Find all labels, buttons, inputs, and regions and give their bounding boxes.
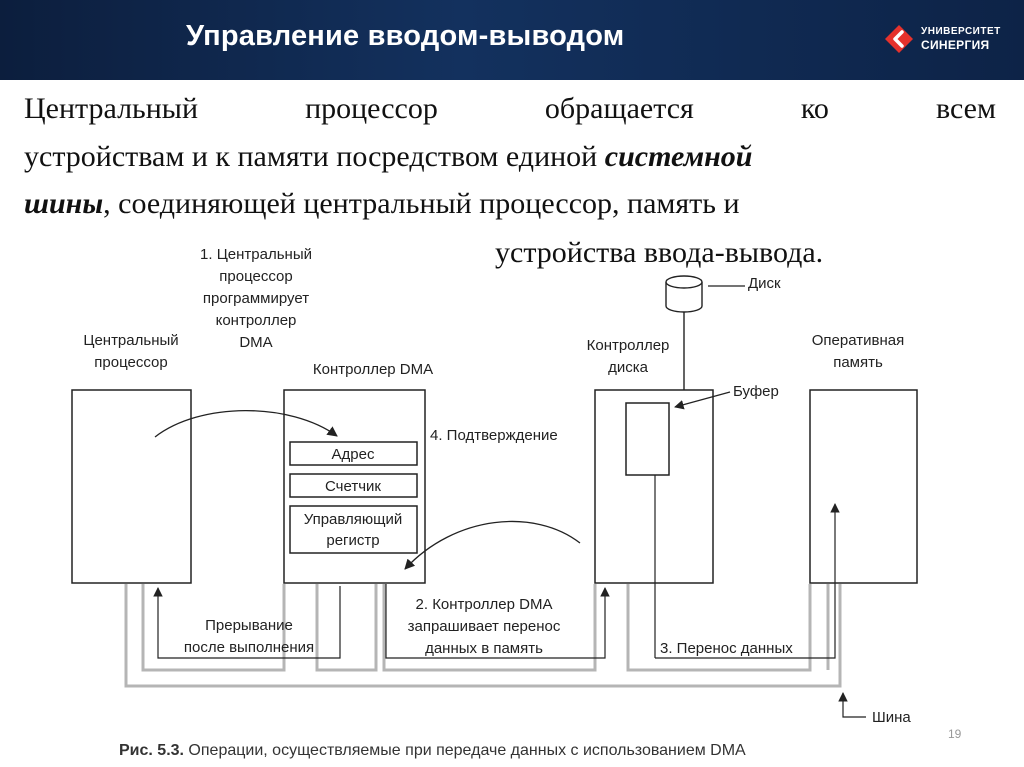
emphasis-bus: шины (24, 187, 104, 220)
paragraph-line-3: шины, соединяющей центральный процессор,… (24, 187, 740, 221)
word: обращается (544, 92, 694, 125)
emphasis-system: системной (604, 140, 753, 173)
step1-arrow (154, 410, 338, 438)
word: процессор (305, 92, 438, 125)
buffer-arrow (674, 391, 731, 410)
buffer-box (625, 402, 670, 476)
university-logo: УНИВЕРСИТЕТ СИНЕРГИЯ (884, 22, 1014, 58)
figure-caption: Рис. 5.3. Операции, осуществляемые при п… (119, 742, 746, 759)
bus-label: Шина (872, 709, 911, 726)
buffer-label: Буфер (733, 383, 779, 400)
step1-line: 1. Центральный (200, 246, 312, 263)
page-number: 19 (948, 727, 962, 741)
control-register (289, 505, 418, 554)
word: всем (935, 92, 996, 125)
disk-controller-label-1: Контроллер (587, 337, 670, 354)
memory-box (809, 389, 918, 584)
cpu-label-2: процессор (94, 354, 167, 371)
disk-icon (665, 275, 703, 313)
caption-text: Операции, осуществляемые при передаче да… (184, 742, 746, 759)
step1-line: DMA (239, 334, 272, 351)
bus-leader-arrow (838, 692, 866, 718)
disk-controller-label-2: диска (608, 359, 649, 376)
system-bus (124, 584, 842, 688)
step3-arrow (655, 503, 840, 659)
logo-text-line2: СИНЕРГИЯ (921, 38, 990, 52)
text: , соединяющей центральный процессор, пам… (103, 187, 740, 220)
cpu-label-1: Центральный (83, 332, 178, 349)
cpu-box (71, 389, 192, 584)
step4-label: 4. Подтверждение (430, 427, 558, 444)
step2-line: запрашивает перенос (408, 618, 561, 635)
memory-label-2: память (833, 354, 883, 371)
caption-number: Рис. 5.3. (119, 742, 184, 759)
step3-label: 3. Перенос данных (660, 640, 793, 657)
control-register-label: регистр (326, 532, 379, 549)
text: устройствам и к памяти посредством едино… (24, 140, 605, 173)
counter-register (289, 473, 418, 498)
synergy-logo-icon (885, 25, 913, 53)
slide-title: Управление вводом-выводом (186, 20, 625, 52)
step1-line: процессор (219, 268, 292, 285)
step4-arrow (404, 520, 581, 570)
logo-text-line1: УНИВЕРСИТЕТ (921, 26, 1001, 37)
step1-line: контроллер (216, 312, 297, 329)
paragraph-line-2: устройствам и к памяти посредством едино… (24, 140, 752, 174)
step2-arrow (385, 584, 610, 659)
control-register-label: Управляющий (304, 511, 403, 528)
word: ко (800, 92, 829, 125)
memory-label-1: Оперативная (812, 332, 904, 349)
step2-line: данных в память (425, 640, 543, 657)
address-register (289, 441, 418, 466)
paragraph-line-1: Центральный процессор обращается ко всем (24, 92, 996, 126)
interrupt-label-2: после выполнения (184, 639, 314, 656)
interrupt-arrow (153, 586, 341, 659)
counter-register-label: Счетчик (325, 478, 381, 495)
paragraph-line-4: устройства ввода-вывода. (495, 236, 824, 269)
address-register-label: Адрес (332, 446, 375, 463)
header-bar: Управление вводом-выводом УНИВЕРСИТЕТ СИ… (0, 0, 1024, 80)
disk-label: Диск (748, 275, 781, 292)
step1-line: программирует (203, 290, 309, 307)
dma-controller-label: Контроллер DMA (313, 361, 433, 378)
word: Центральный (24, 92, 199, 125)
step2-line: 2. Контроллер DMA (416, 596, 553, 613)
interrupt-label-1: Прерывание (205, 617, 293, 634)
